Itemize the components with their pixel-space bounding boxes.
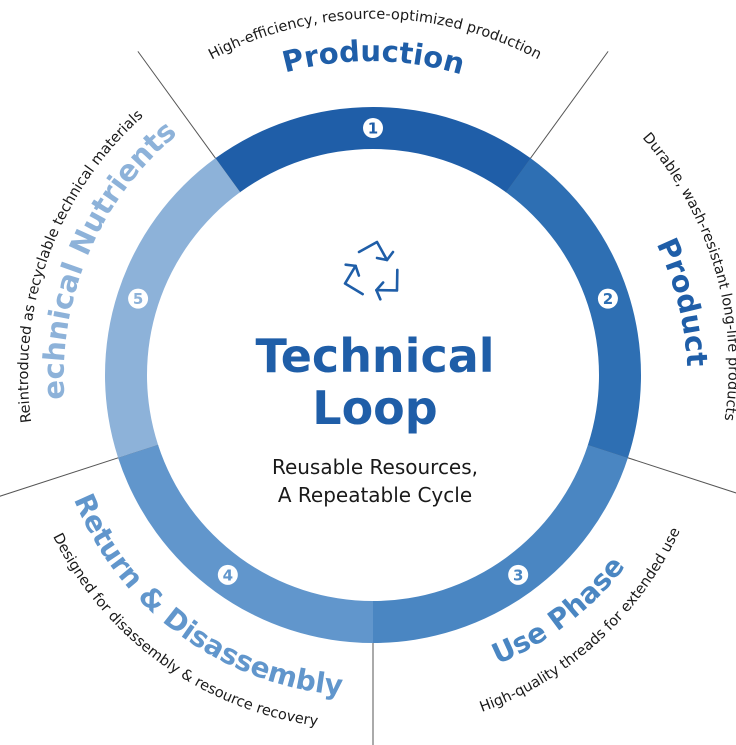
segment-title-product: Product	[650, 233, 714, 368]
step-badge-number: 2	[603, 290, 613, 308]
step-badge-2: 2	[597, 288, 618, 309]
step-badge-1: 1	[363, 118, 383, 138]
ring-segment-return-disassembly	[118, 444, 373, 643]
step-badge-circle	[508, 564, 529, 585]
center-subtitle-line1: Reusable Resources,	[272, 455, 478, 479]
ring-segment-product	[505, 158, 641, 458]
step-badge-circle	[217, 564, 238, 585]
ring-segment-technical-nutrients	[105, 158, 241, 458]
step-badge-number: 4	[223, 566, 233, 584]
step-badge-circle	[363, 118, 383, 138]
center-title-line1: Technical	[255, 329, 494, 383]
center-subtitle-line2: A Repeatable Cycle	[278, 483, 472, 507]
step-badge-number: 1	[368, 120, 378, 138]
ring-segment-production	[215, 107, 531, 193]
segment-title-production: Production	[279, 34, 469, 81]
step-badge-circle	[128, 288, 149, 309]
step-badges: 1 2 3 4 5	[128, 118, 618, 585]
recycle-icon	[343, 240, 399, 301]
step-badge-circle	[597, 288, 618, 309]
step-badge-4: 4	[217, 564, 238, 585]
ring-segment-use-phase	[373, 444, 628, 643]
step-badge-5: 5	[128, 288, 149, 309]
step-badge-3: 3	[508, 564, 529, 585]
step-badge-number: 3	[513, 566, 523, 584]
loop-ring	[105, 107, 641, 643]
step-badge-number: 5	[133, 290, 143, 308]
center-title-line2: Loop	[312, 381, 437, 435]
